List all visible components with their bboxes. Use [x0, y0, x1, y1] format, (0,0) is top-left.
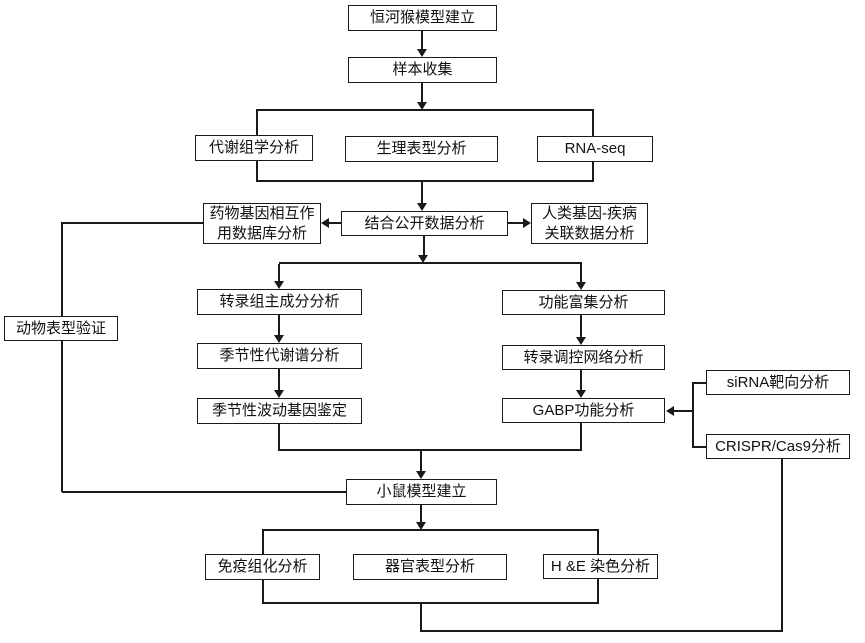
edge-public-to-humangene	[508, 222, 523, 224]
bottom-path-right-vertical	[781, 459, 783, 632]
edge-bracket-a-to-public-data	[421, 182, 423, 203]
arrowhead-left-icon	[666, 406, 674, 416]
bracket-right-stub-sirna	[692, 382, 706, 384]
bottom-path-horizontal	[420, 630, 783, 632]
node-metabolomics: 代谢组学分析	[195, 135, 313, 161]
edge-network-to-gabp	[580, 370, 582, 390]
node-transcriptome-pca: 转录组主成分分析	[197, 289, 362, 315]
edge-validation-to-mouse-h	[62, 491, 346, 493]
edge-gabp-to-join	[580, 423, 582, 451]
split-line	[279, 262, 582, 264]
bracket-b-top	[262, 529, 599, 531]
node-seasonal-gene-id: 季节性波动基因鉴定	[197, 398, 362, 424]
edge-druggene-to-validation-v	[61, 222, 63, 316]
edge-split-to-enrichment	[580, 264, 582, 282]
edge-sample-to-bracket-a	[421, 83, 423, 102]
node-transcription-network: 转录调控网络分析	[502, 345, 665, 370]
edge-enrichment-to-network	[580, 315, 582, 337]
bracket-right-vertical	[692, 382, 694, 448]
edge-mouse-to-bracket-b	[420, 505, 422, 522]
node-he-staining: H &E 染色分析	[543, 554, 658, 579]
join-line	[279, 449, 582, 451]
edge-seasonal-metabolic-to-gene-id	[278, 369, 280, 390]
bracket-right-stub-crispr	[692, 446, 706, 448]
node-seasonal-metabolic: 季节性代谢谱分析	[197, 343, 362, 369]
node-sirna-targeting: siRNA靶向分析	[706, 370, 850, 395]
node-human-gene-disease: 人类基因-疾病 关联数据分析	[531, 203, 648, 244]
edge-join-to-mouse	[420, 451, 422, 471]
arrowhead-down-icon	[416, 471, 426, 479]
node-organ-phenotype: 器官表型分析	[353, 554, 507, 580]
bracket-a-bottom	[256, 180, 594, 182]
arrowhead-down-icon	[274, 390, 284, 398]
node-rhesus-model: 恒河猴模型建立	[348, 5, 497, 31]
node-rna-seq: RNA-seq	[537, 136, 653, 162]
bottom-path-left-vertical	[420, 604, 422, 632]
arrowhead-down-icon	[417, 49, 427, 57]
node-crispr-cas9: CRISPR/Cas9分析	[706, 434, 850, 459]
arrowhead-down-icon	[416, 522, 426, 530]
arrowhead-down-icon	[576, 282, 586, 290]
node-physiological-phenotype: 生理表型分析	[345, 136, 498, 162]
edge-druggene-to-validation-h	[62, 222, 203, 224]
edge-pca-to-seasonal-metabolic	[278, 315, 280, 335]
arrowhead-down-icon	[274, 335, 284, 343]
arrowhead-down-icon	[417, 102, 427, 110]
edge-validation-to-mouse-v	[61, 341, 63, 492]
arrowhead-left-icon	[321, 218, 329, 228]
node-animal-validation: 动物表型验证	[4, 316, 118, 341]
bracket-b-bottom	[262, 602, 599, 604]
node-functional-enrichment: 功能富集分析	[502, 290, 665, 315]
edge-split-to-pca	[278, 264, 280, 281]
edge-public-to-split	[423, 236, 425, 255]
edge-bracket-to-gabp	[674, 410, 692, 412]
arrowhead-down-icon	[576, 390, 586, 398]
edge-rhesus-to-sample	[421, 31, 423, 50]
edge-gene-id-to-join	[278, 424, 280, 451]
arrowhead-down-icon	[274, 281, 284, 289]
edge-public-to-druggene	[329, 222, 341, 224]
arrowhead-down-icon	[576, 337, 586, 345]
arrowhead-down-icon	[417, 203, 427, 211]
arrowhead-down-icon	[418, 255, 428, 263]
node-mouse-model: 小鼠模型建立	[346, 479, 497, 505]
node-drug-gene-db: 药物基因相互作 用数据库分析	[203, 203, 321, 244]
node-sample-collection: 样本收集	[348, 57, 497, 83]
node-immunohistochemistry: 免疫组化分析	[205, 554, 320, 580]
arrowhead-right-icon	[523, 218, 531, 228]
node-public-data: 结合公开数据分析	[341, 211, 508, 236]
bracket-a-top	[256, 109, 594, 111]
node-gabp-function: GABP功能分析	[502, 398, 665, 423]
